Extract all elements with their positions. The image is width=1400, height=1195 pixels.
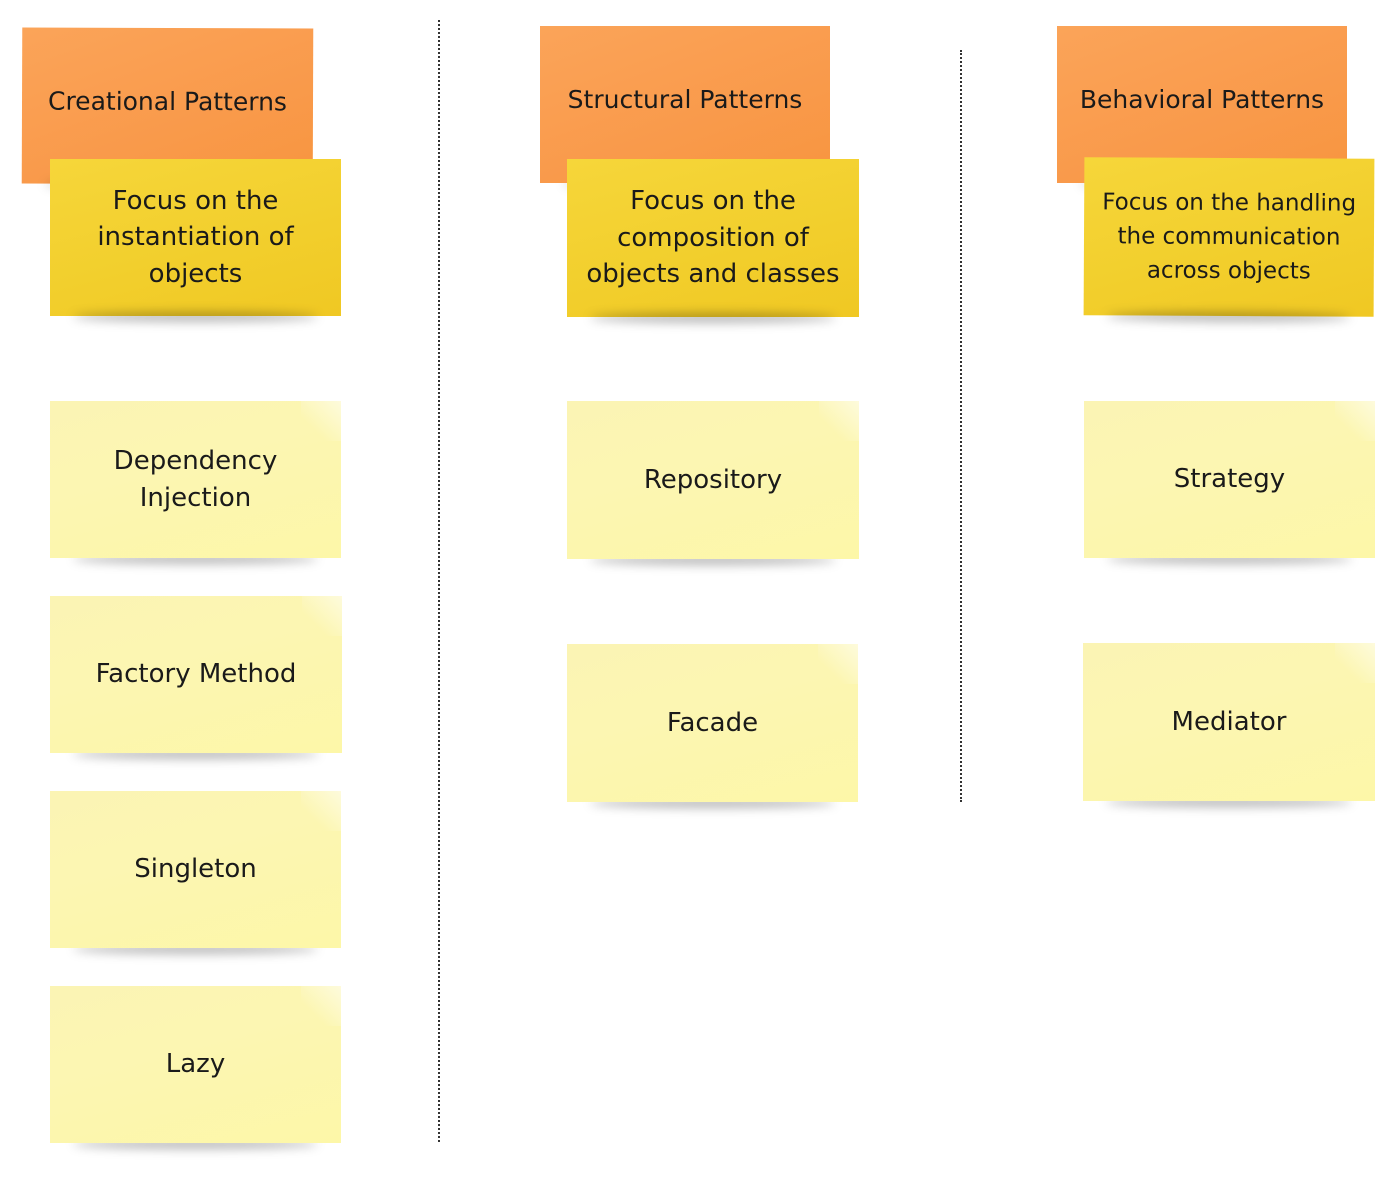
pattern-note-label: Mediator <box>1171 706 1287 737</box>
pattern-note-label: Singleton <box>134 854 257 885</box>
pattern-note-label: Lazy <box>165 1049 226 1080</box>
creational-focus-text: Focus on the instantiation of objects <box>97 185 294 289</box>
structural-header-text: Structural Patterns <box>567 85 803 114</box>
creational-focus-note: Focus on the instantiation of objects <box>50 159 341 316</box>
pattern-note-lazy: Lazy <box>50 986 341 1143</box>
structural-header-note: Structural Patterns <box>540 26 830 183</box>
pattern-note-label: Factory Method <box>95 659 297 690</box>
behavioral-focus-note: Focus on the handling the communication … <box>1083 157 1375 317</box>
pattern-note-label: Strategy <box>1173 464 1286 495</box>
pattern-note-strategy: Strategy <box>1084 401 1375 558</box>
creational-header-text: Creational Patterns <box>47 86 288 117</box>
pattern-note-label: Repository <box>643 464 783 495</box>
column-divider-2 <box>960 50 962 802</box>
behavioral-header-text: Behavioral Patterns <box>1079 85 1325 114</box>
pattern-note-repository: Repository <box>567 401 859 559</box>
pattern-note-facade: Facade <box>567 644 858 802</box>
pattern-note-mediator: Mediator <box>1083 643 1375 801</box>
column-divider-1 <box>438 20 440 1142</box>
behavioral-focus-text: Focus on the handling the communication … <box>1102 189 1357 285</box>
pattern-note-singleton: Singleton <box>50 791 341 948</box>
pattern-note-label: Facade <box>666 707 759 738</box>
pattern-note-factory-method: Factory Method <box>50 596 342 753</box>
structural-focus-note: Focus on the composition of objects and … <box>567 159 859 317</box>
pattern-note-label: Dependency Injection <box>113 446 278 513</box>
pattern-note-dependency-injection: Dependency Injection <box>50 401 341 558</box>
structural-focus-text: Focus on the composition of objects and … <box>586 186 840 290</box>
